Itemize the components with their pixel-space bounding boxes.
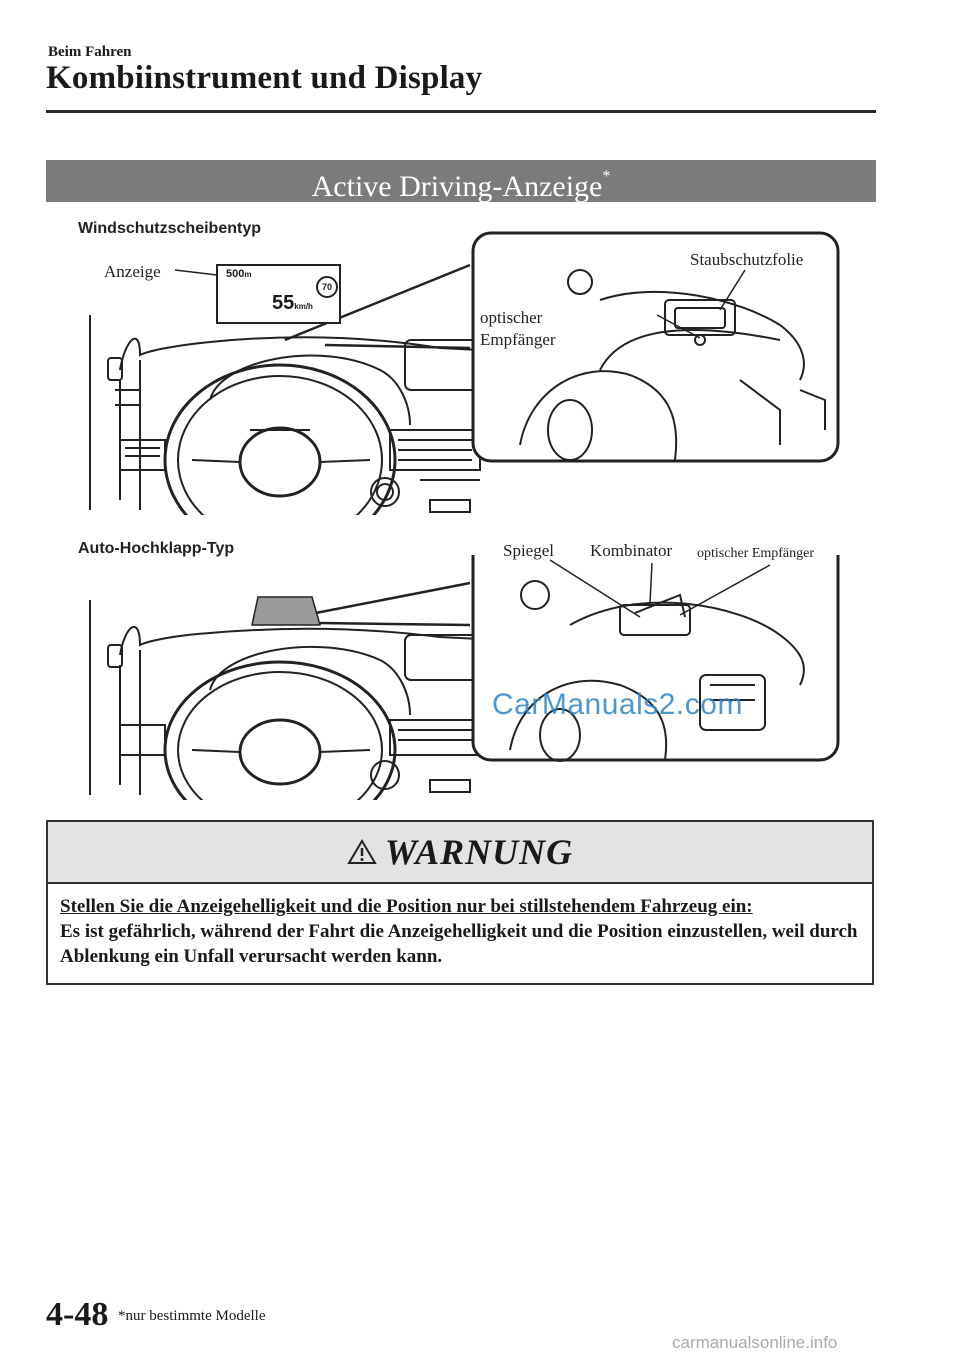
banner-title: Active Driving-Anzeige [311, 170, 603, 203]
hud-speed-value: 55 [272, 292, 295, 314]
hud-distance: 500m [226, 268, 251, 280]
hud-distance-value: 500 [226, 268, 245, 280]
watermark: CarManuals2.com [492, 688, 743, 721]
label-optical-receiver: optischer Empfänger [697, 546, 815, 561]
label-combiner: Kombinator [590, 541, 673, 560]
warning-lead: Stellen Sie die Anzeigehelligkeit und di… [60, 896, 753, 917]
label-mirror: Spiegel [503, 541, 554, 560]
hud-speed-limit-sign: 70 [316, 276, 338, 298]
banner-footnote-marker: * [602, 168, 611, 185]
figure2-subhead: Auto-Hochklapp-Typ [78, 540, 235, 557]
label-dust-cover: Staubschutzfolie [690, 250, 804, 269]
page-title: Kombiinstrument und Display [46, 60, 483, 96]
label-optical-receiver-line1: optischer [480, 308, 543, 327]
section-label: Beim Fahren [48, 44, 132, 60]
warning-header: WARNUNG [48, 822, 872, 884]
warning-text: Stellen Sie die Anzeigehelligkeit und di… [60, 894, 866, 969]
windshield-type-illustration [89, 231, 840, 515]
auto-pop-up-type-illustration [89, 555, 840, 800]
hud-speed-unit: km/h [294, 302, 313, 311]
warning-heading: WARNUNG [384, 832, 574, 872]
label-display: Anzeige [104, 262, 161, 281]
footnote: *nur bestimmte Modelle [118, 1308, 266, 1324]
hud-distance-unit: m [244, 270, 252, 279]
hud-speed-limit-value: 70 [321, 282, 332, 292]
warning-body: Es ist gefährlich, während der Fahrt die… [60, 921, 858, 967]
page-number: 4-48 [46, 1296, 109, 1333]
warning-box: WARNUNG Stellen Sie die Anzeigehelligkei… [46, 820, 874, 985]
hud-speed: 55km/h [272, 292, 313, 315]
label-optical-receiver-line2: Empfänger [480, 330, 556, 349]
section-banner: Active Driving-Anzeige* [46, 160, 876, 203]
figure1-subhead: Windschutzscheibentyp [78, 220, 261, 237]
source-watermark: carmanualsonline.info [672, 1333, 838, 1352]
warning-triangle-icon [347, 839, 377, 864]
title-divider [46, 110, 876, 113]
